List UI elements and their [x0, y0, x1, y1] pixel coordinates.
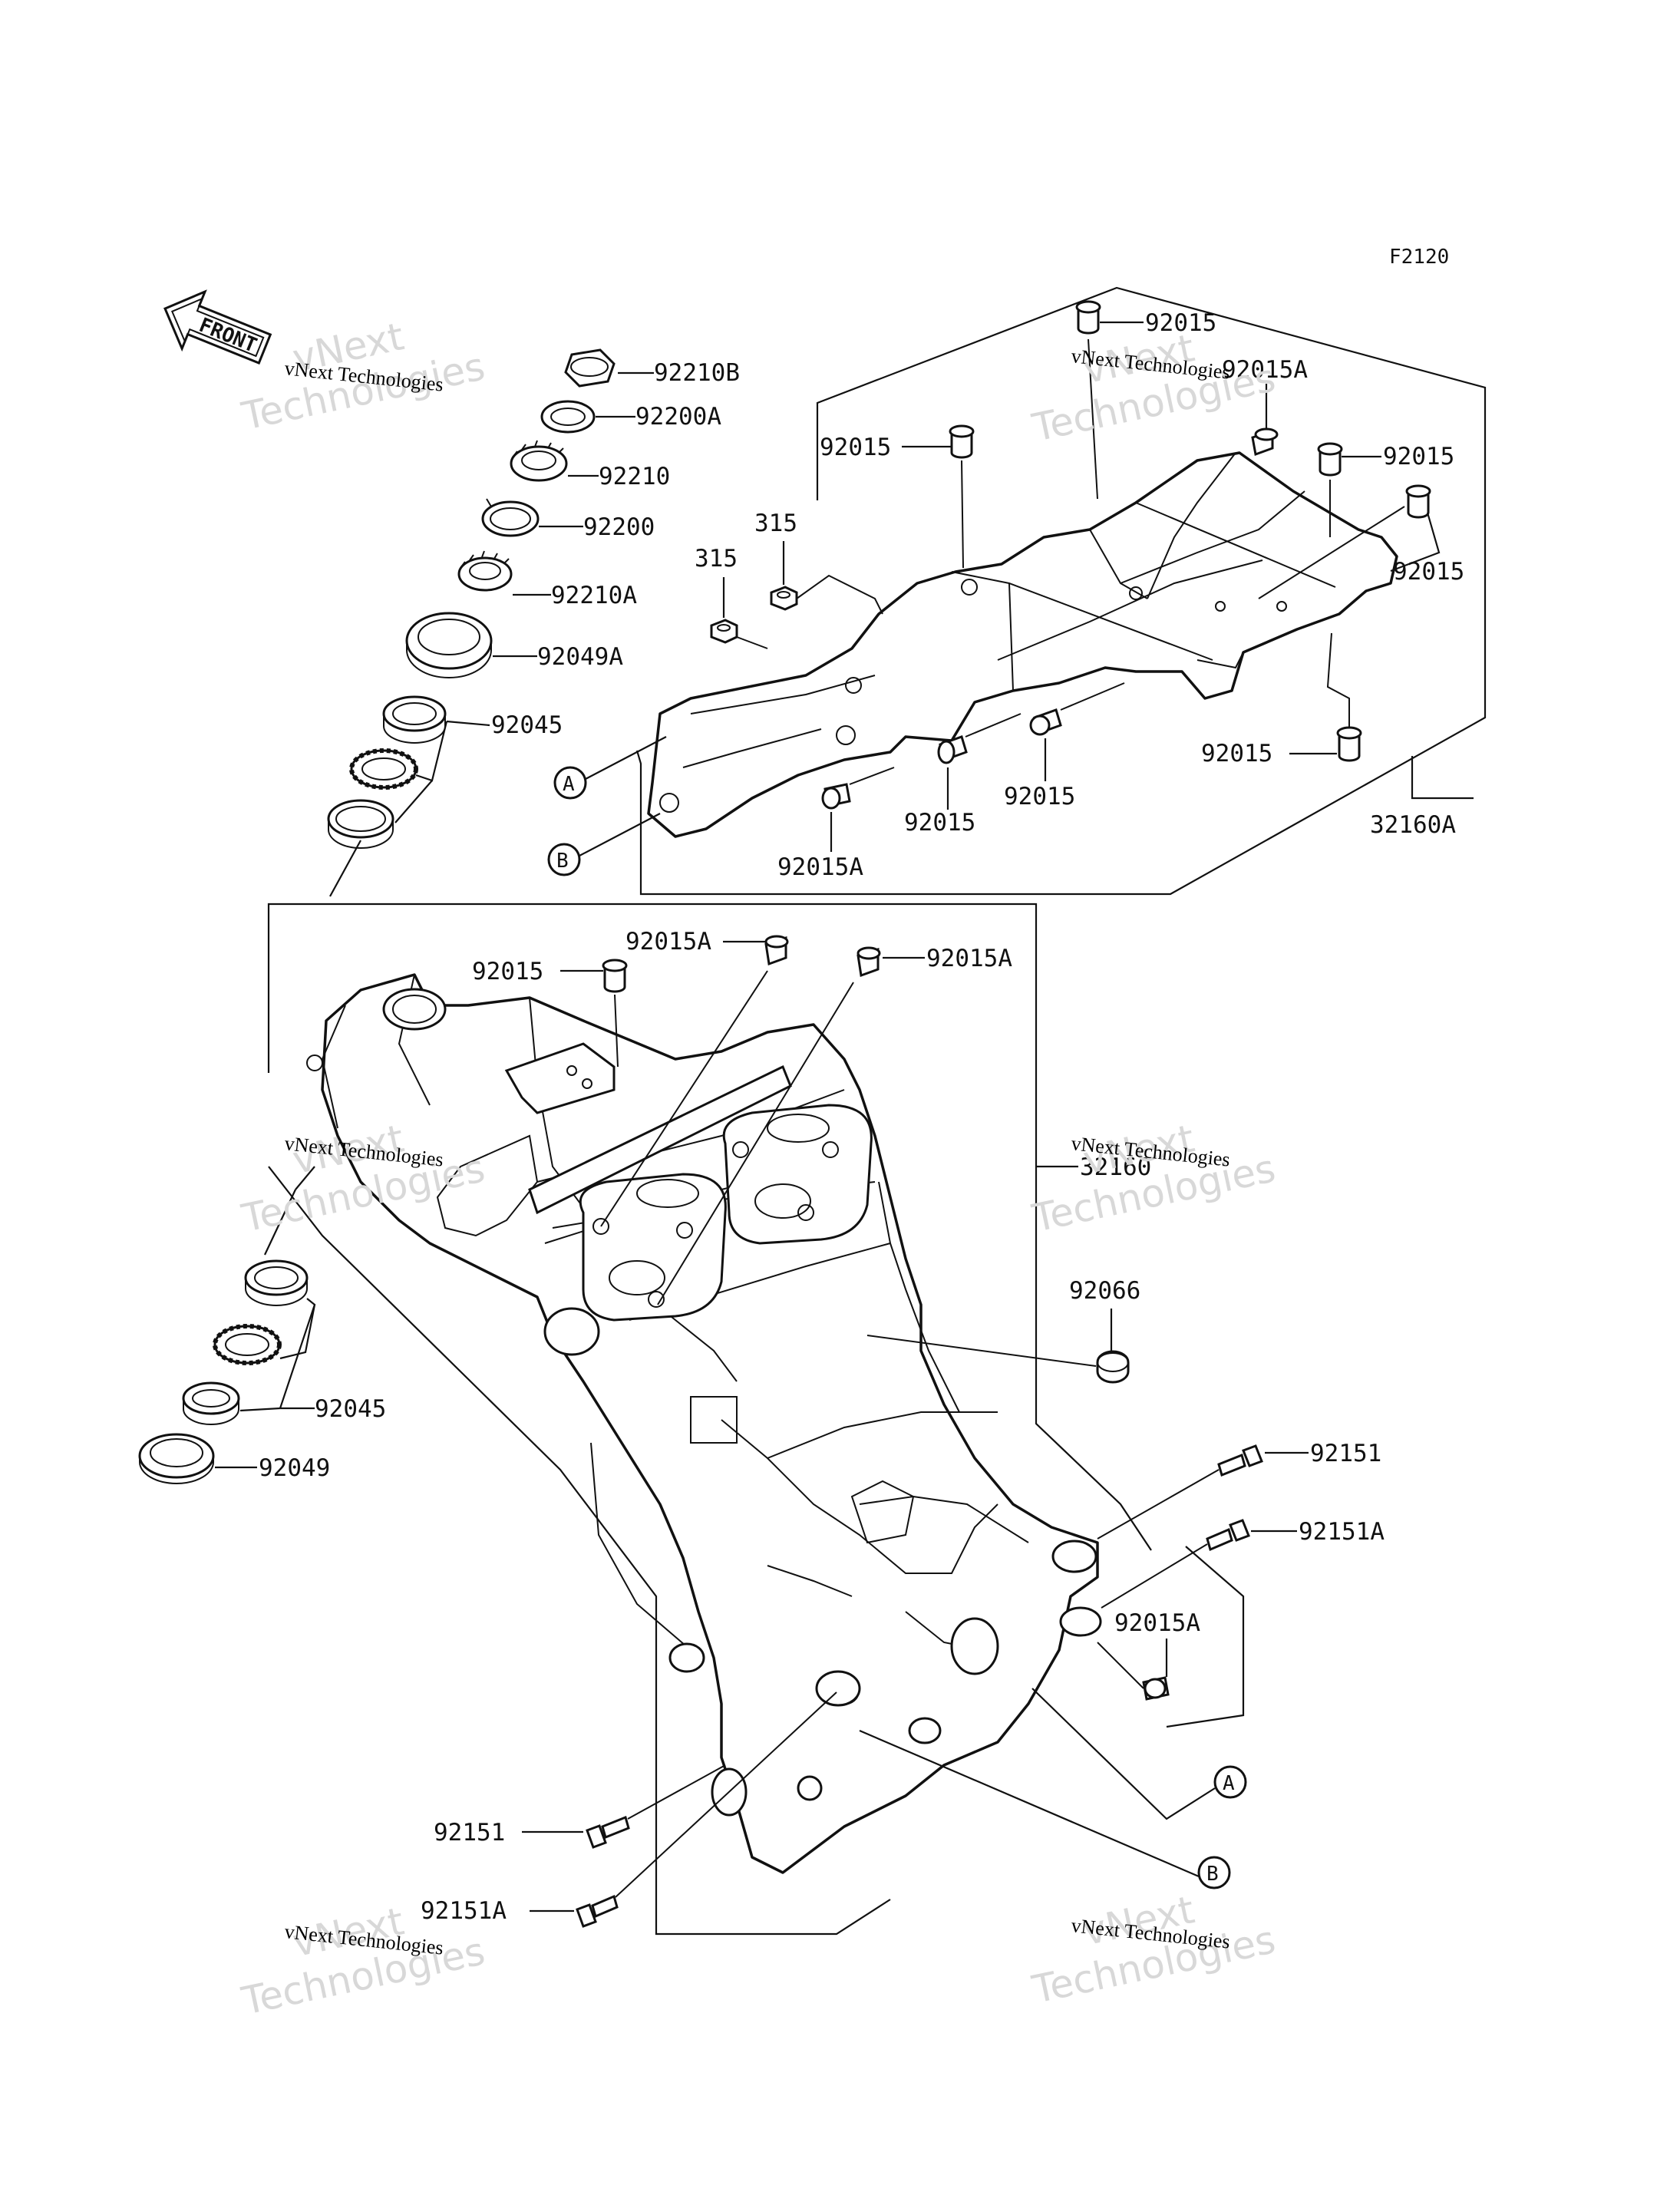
ref-a-bottom-icon: A — [1213, 1765, 1247, 1799]
collar-92015-right2-icon — [1405, 484, 1431, 519]
collar-92015a-bottom-icon — [821, 783, 851, 810]
swingarm-pivot-icon — [815, 1540, 1102, 1707]
mainframe-boundary — [267, 903, 1245, 1936]
collar-92015a-frame1-icon — [764, 935, 789, 966]
label-92210a: 92210A — [551, 582, 637, 609]
nut-315-right-icon — [770, 586, 798, 611]
bearing-cup-lower-icon — [244, 1259, 309, 1306]
collar-92015-left-icon — [949, 424, 975, 459]
label-92151-left: 92151 — [434, 1819, 505, 1847]
label-92015-bottom-right: 92015 — [1201, 740, 1272, 767]
bearing-92045-lower-icon — [213, 1324, 282, 1365]
ref-b-bottom: B — [1206, 1863, 1219, 1886]
bearing-race-lower-icon — [182, 1381, 240, 1425]
ref-a-top-icon: A — [553, 766, 587, 800]
ref-b-top-icon: B — [547, 843, 581, 876]
bolt-92151a-left-icon — [576, 1894, 619, 1928]
mainframe-opening-left-icon — [579, 1173, 727, 1322]
bearing-cup-upper-icon — [327, 799, 394, 849]
label-92015a-bottom: 92015A — [777, 853, 863, 881]
label-315-right: 315 — [754, 510, 797, 537]
nut-92210-icon — [510, 440, 568, 482]
label-92015-right2: 92015 — [1393, 558, 1464, 586]
collar-92015a-top-icon — [1251, 427, 1279, 457]
figure-code: F2120 — [1389, 246, 1449, 269]
collar-92015-top-icon — [1075, 300, 1101, 335]
label-92151a-left: 92151A — [421, 1897, 507, 1925]
bolt-92151a-right-icon — [1206, 1519, 1250, 1552]
label-92045-lower: 92045 — [315, 1395, 386, 1423]
bolt-92151-right-icon — [1217, 1444, 1263, 1477]
front-arrow-icon: FRONT — [163, 289, 272, 365]
label-92015-left: 92015 — [820, 434, 891, 461]
label-92049a: 92049A — [537, 643, 623, 671]
bolt-92151-left-icon — [586, 1815, 630, 1849]
ref-b-bottom-icon: B — [1197, 1856, 1231, 1889]
label-92015-mid1: 92015 — [904, 809, 975, 837]
subframe-boundary — [635, 286, 1487, 896]
label-32160: 32160 — [1080, 1153, 1151, 1181]
label-92210b: 92210B — [654, 359, 740, 387]
collar-92015-right1-icon — [1317, 442, 1343, 477]
collar-92015-mid2-icon — [1029, 708, 1062, 736]
label-92049: 92049 — [259, 1454, 330, 1482]
label-92200a: 92200A — [635, 403, 721, 431]
label-92151a-right: 92151A — [1299, 1518, 1385, 1546]
label-92015-right1: 92015 — [1383, 443, 1454, 470]
collar-92015-frame-icon — [602, 959, 628, 993]
label-92015a-lower: 92015A — [1114, 1609, 1200, 1637]
mainframe-opening-right-icon — [722, 1104, 873, 1245]
label-92015-mid2: 92015 — [1004, 783, 1075, 810]
collar-92015-bottom-right-icon — [1336, 726, 1362, 762]
label-92015-top: 92015 — [1145, 309, 1216, 337]
washer-92200-icon — [481, 498, 540, 537]
label-92015-frame: 92015 — [472, 958, 543, 985]
mainframe-bracket-icon — [504, 1042, 616, 1114]
label-32160a: 32160A — [1370, 811, 1456, 839]
label-92045-upper: 92045 — [491, 711, 563, 739]
subframe-32160a-icon — [647, 451, 1398, 838]
ref-a-bottom: A — [1223, 1772, 1235, 1795]
bearing-race-upper-icon — [382, 695, 447, 744]
collar-92015-mid1-icon — [937, 735, 968, 764]
label-92015a-frame1: 92015A — [625, 928, 711, 955]
mainframe-round-hole-icon — [543, 1307, 999, 1817]
cap-92066-icon — [1096, 1350, 1130, 1384]
label-92200: 92200 — [583, 513, 655, 541]
label-92210: 92210 — [599, 463, 670, 490]
nut-92210b-icon — [564, 348, 616, 388]
steering-head-icon — [306, 988, 447, 1071]
seal-92049a-icon — [405, 612, 493, 678]
collar-92015a-frame2-icon — [857, 946, 881, 978]
washer-92200a-icon — [540, 400, 596, 434]
label-315-left: 315 — [695, 545, 738, 573]
label-92066: 92066 — [1069, 1277, 1140, 1305]
ref-b-top: B — [556, 850, 569, 873]
seal-92049-icon — [138, 1433, 215, 1484]
ref-a-top: A — [563, 773, 575, 796]
label-92151-right: 92151 — [1310, 1440, 1381, 1467]
nut-92210a-icon — [457, 550, 513, 592]
bearing-92045-upper-icon — [349, 748, 418, 790]
label-92015a-frame2: 92015A — [926, 945, 1012, 972]
collar-92015a-lower-icon — [1142, 1676, 1170, 1701]
label-92015a-top: 92015A — [1222, 356, 1308, 384]
nut-315-left-icon — [710, 619, 738, 644]
